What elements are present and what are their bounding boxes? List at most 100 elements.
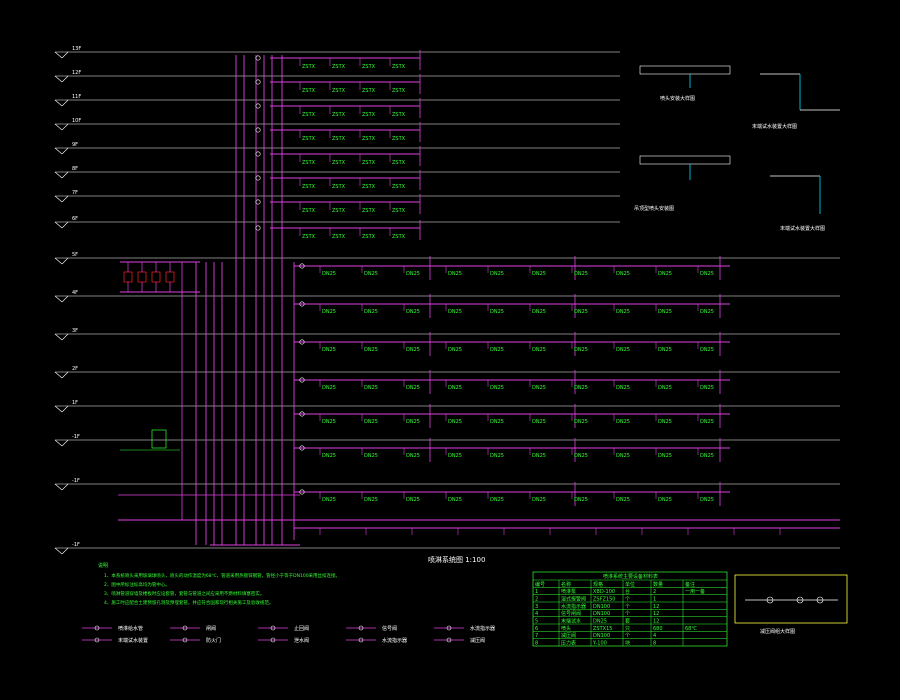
sprinkler-label: DN25 — [448, 347, 462, 353]
table-cell: DN100 — [593, 611, 610, 617]
sprinkler-label: ZSTX — [302, 88, 316, 94]
level-mark — [54, 295, 63, 303]
sprinkler-label: DN25 — [322, 453, 336, 459]
sprinkler-label: ZSTX — [362, 160, 376, 166]
floor-label: 1F — [72, 400, 78, 406]
sprinkler-label: DN25 — [364, 347, 378, 353]
sprinkler-label: DN25 — [658, 309, 672, 315]
sprinkler-label: ZSTX — [332, 184, 346, 190]
level-mark — [54, 221, 63, 229]
sprinkler-label: DN25 — [448, 271, 462, 277]
sprinkler-label: DN25 — [448, 385, 462, 391]
valve-symbol — [255, 199, 261, 205]
sprinkler-label: DN25 — [406, 309, 420, 315]
sprinkler-label: DN25 — [490, 453, 504, 459]
valve-symbol — [255, 103, 261, 109]
table-cell: DN25 — [593, 619, 607, 625]
table-cell: 12 — [653, 604, 659, 610]
table-cell: 套 — [625, 618, 630, 625]
sprinkler-label: ZSTX — [362, 208, 376, 214]
sprinkler-label: DN25 — [574, 453, 588, 459]
table-cell: 数量 — [653, 581, 663, 588]
sprinkler-label: ZSTX — [332, 208, 346, 214]
level-mark — [54, 99, 63, 107]
floor-label: 11F — [72, 94, 81, 100]
legend-label: 防火门 — [206, 637, 221, 644]
pump-box — [151, 429, 167, 449]
legend-symbol-mark — [182, 637, 188, 643]
table-cell: 喷淋泵 — [561, 588, 576, 595]
valve-symbol — [299, 263, 305, 269]
level-mark — [61, 99, 69, 107]
sprinkler-label: ZSTX — [392, 184, 406, 190]
sprinkler-label: DN25 — [574, 497, 588, 503]
legend-label: 末端试水装置 — [118, 637, 148, 644]
sprinkler-label: DN25 — [700, 347, 714, 353]
sprinkler-label: DN25 — [448, 309, 462, 315]
level-mark — [61, 333, 69, 341]
floor-label: 7F — [72, 190, 78, 196]
sprinkler-label: DN25 — [700, 385, 714, 391]
floor-label: -1F — [72, 542, 80, 548]
valve-symbol — [255, 79, 261, 85]
level-mark — [61, 257, 69, 265]
sprinkler-label: DN25 — [322, 347, 336, 353]
sprinkler-label: ZSTX — [302, 64, 316, 70]
legend-label: 泄水阀 — [294, 637, 309, 644]
level-mark — [61, 221, 69, 229]
sprinkler-label: DN25 — [658, 453, 672, 459]
sprinkler-label: DN25 — [490, 385, 504, 391]
note-line: 2、图中所标注标高均为管中心。 — [104, 581, 170, 588]
legend-symbol-mark — [270, 637, 276, 643]
sprinkler-label: ZSTX — [332, 112, 346, 118]
legend-symbol-mark — [446, 625, 452, 631]
legend-label: 水流指示器 — [470, 625, 495, 632]
sprinkler-label: ZSTX — [362, 112, 376, 118]
valve-symbol — [255, 225, 261, 231]
level-mark — [61, 439, 69, 447]
alarm-valve — [137, 271, 147, 283]
legend-label: 止回阀 — [294, 625, 309, 632]
sprinkler-label: DN25 — [406, 385, 420, 391]
sprinkler-label: DN25 — [616, 497, 630, 503]
table-cell: 只 — [625, 626, 630, 632]
sprinkler-label: DN25 — [490, 309, 504, 315]
floor-label: 3F — [72, 328, 78, 334]
valve-symbol — [299, 339, 305, 345]
sprinkler-label: ZSTX — [302, 136, 316, 142]
sprinkler-label: DN25 — [574, 309, 588, 315]
sprinkler-label: DN25 — [700, 497, 714, 503]
alarm-valve — [123, 271, 133, 283]
valve-symbol — [766, 596, 774, 604]
sprinkler-label: DN25 — [322, 385, 336, 391]
table-cell: 6 — [535, 626, 538, 632]
table-cell: 2 — [535, 597, 538, 603]
legend-symbol-mark — [358, 625, 364, 631]
sprinkler-label: ZSTX — [392, 208, 406, 214]
table-cell: 680 — [653, 626, 663, 632]
sprinkler-label: DN25 — [490, 497, 504, 503]
sprinkler-label: DN25 — [448, 497, 462, 503]
legend-symbol-mark — [94, 637, 100, 643]
sprinkler-label: DN25 — [574, 347, 588, 353]
detail-caption: 喷头安装大样图 — [660, 95, 695, 102]
sprinkler-label: DN25 — [322, 309, 336, 315]
table-cell: 备注 — [685, 581, 695, 588]
sprinkler-label: DN25 — [322, 419, 336, 425]
sprinkler-label: ZSTX — [332, 136, 346, 142]
table-cell: 末端试水 — [561, 618, 581, 625]
level-mark — [54, 439, 63, 447]
floor-label: 13F — [72, 46, 81, 52]
sprinkler-label: DN25 — [364, 497, 378, 503]
sprinkler-label: ZSTX — [332, 234, 346, 240]
table-cell: 单位 — [625, 581, 635, 588]
sprinkler-label: ZSTX — [302, 112, 316, 118]
level-mark — [61, 371, 69, 379]
notes-lines: 1、本系统喷头采用玻璃球喷头，喷头的动作温度为68℃，管道采用热镀锌钢管，管径小… — [104, 572, 340, 606]
sprinkler-label: DN25 — [364, 271, 378, 277]
level-mark — [54, 371, 63, 379]
table-cell: 8 — [535, 641, 538, 647]
level-mark — [61, 171, 69, 179]
valve-symbol — [299, 445, 305, 451]
